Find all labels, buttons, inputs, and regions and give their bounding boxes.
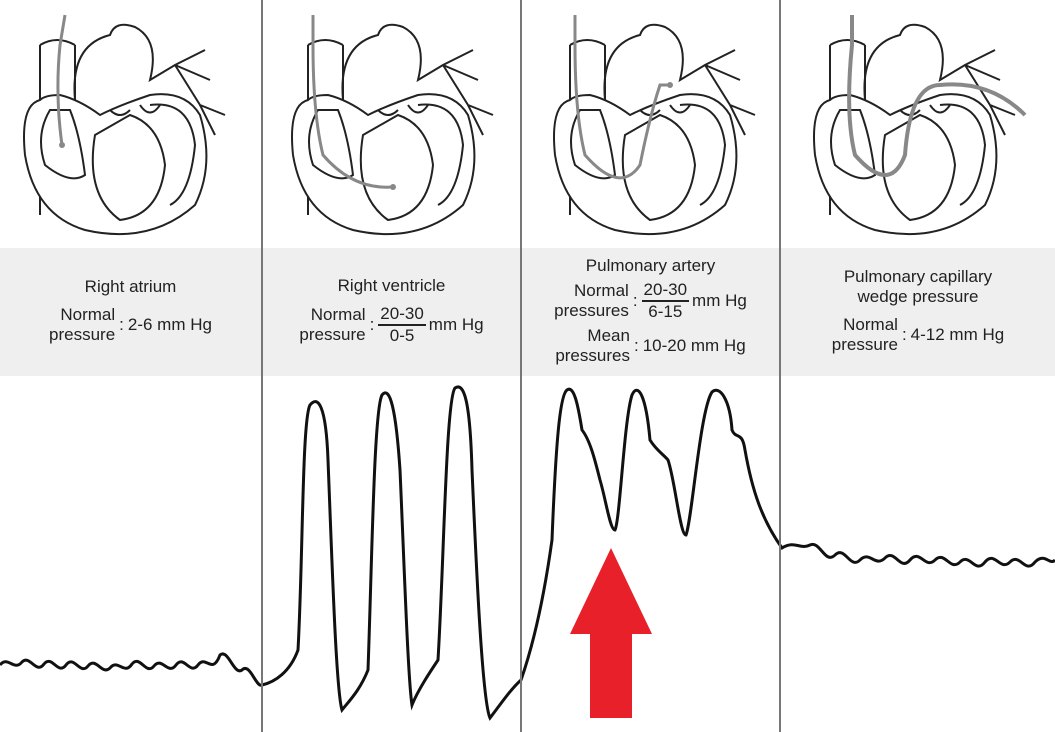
label: Normal: [310, 305, 366, 324]
panel-title: Pulmonary artery: [585, 256, 716, 275]
pressure-value: 4-12 mm Hg: [910, 325, 1005, 344]
label: Mean: [587, 326, 630, 345]
label: Normal: [60, 305, 116, 324]
heart-pulmonary-capillary-wedge: [813, 15, 1027, 236]
red-arrow-icon: [570, 548, 652, 718]
panel-divider: [779, 0, 781, 732]
panel-divider: [520, 0, 522, 732]
unit: mm Hg: [692, 291, 747, 310]
diastolic-value: 6-15: [648, 302, 683, 321]
label: pressure: [299, 325, 366, 344]
label-band: [0, 248, 1055, 376]
label: pressure: [49, 325, 116, 344]
heart-right-atrium: [23, 14, 226, 236]
panel-title: Right atrium: [84, 277, 177, 296]
systolic-value: 20-30: [378, 304, 426, 326]
heart-right-ventricle: [291, 15, 494, 236]
label: Normal: [843, 315, 898, 334]
label: pressure: [831, 335, 898, 354]
unit: mm Hg: [428, 315, 484, 334]
pressure-value: 10-20 mm Hg: [642, 336, 746, 355]
title-line: Pulmonary capillary: [843, 267, 993, 286]
diastolic-value: 0-5: [389, 326, 415, 345]
pressure-value: 2-6 mm Hg: [127, 315, 212, 334]
heart-pulmonary-artery: [553, 15, 756, 236]
waveform: [0, 385, 1055, 721]
title-line: wedge pressure: [857, 287, 979, 306]
systolic-value: 20-30: [641, 280, 690, 302]
panel-divider: [261, 0, 263, 732]
label: pressures: [554, 301, 629, 320]
label: Normal: [574, 281, 629, 300]
label: pressures: [555, 346, 630, 365]
panel-title: Right ventricle: [337, 276, 446, 295]
